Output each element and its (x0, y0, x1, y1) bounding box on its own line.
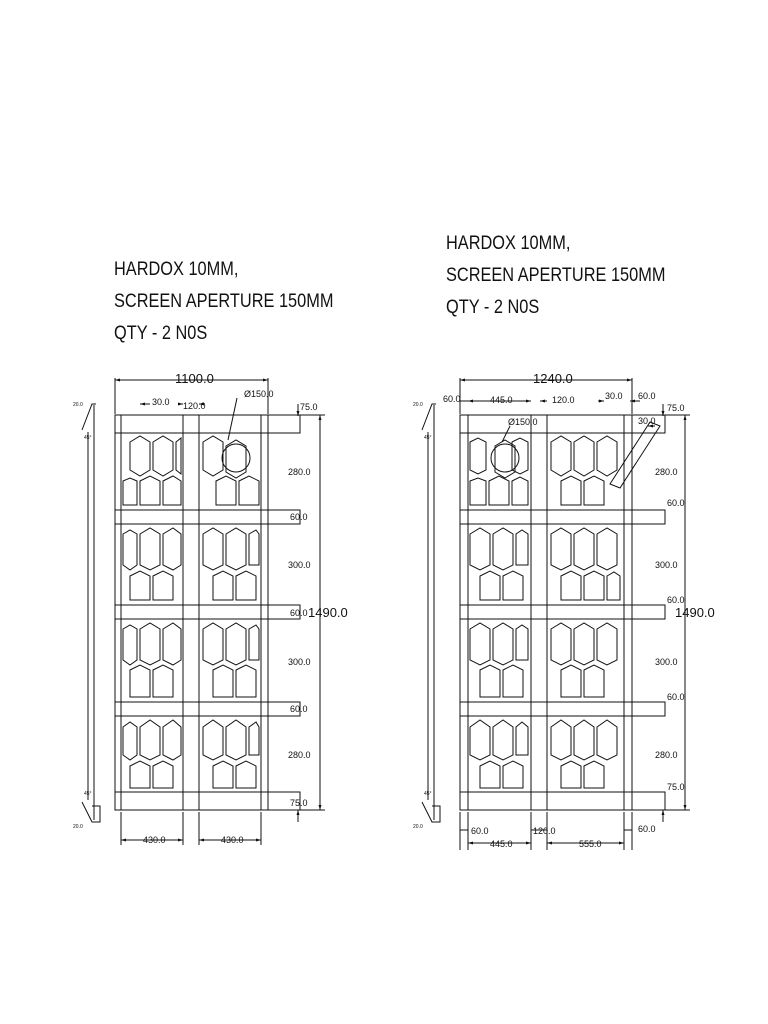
right-plate-outline (459, 414, 633, 811)
right-dim-bottom-right-edge: 60.0 (638, 824, 656, 834)
right-dim-side-top: 20.0 (413, 402, 423, 408)
right-dim-angle-top: 45° (424, 435, 432, 441)
right-dim-panel-1: 280.0 (655, 467, 678, 477)
right-dim-height: 1490.0 (675, 605, 715, 620)
right-aperture-pattern (469, 435, 621, 789)
right-cross-bar-2 (459, 604, 666, 620)
left-dim-panel-1: 280.0 (288, 467, 311, 477)
right-slanted-slot (609, 421, 661, 489)
left-dim-gap-30: 30.0 (152, 397, 170, 407)
left-cross-bar-3 (114, 701, 301, 717)
left-dim-bar-3: 60.0 (290, 704, 308, 714)
right-note-material: HARDOX 10MM, (446, 233, 571, 254)
left-dim-angle-top: 45° (84, 435, 92, 441)
left-dim-bar-2: 60.0 (290, 608, 308, 618)
right-dim-left-edge: 60.0 (443, 394, 461, 404)
left-dim-angle-bottom: 45° (84, 791, 92, 797)
left-note-quantity: QTY - 2 N0S (114, 323, 208, 344)
right-dimension-lines (459, 378, 690, 850)
right-dim-bottom-120: 120.0 (533, 826, 556, 836)
left-dim-top-band: 75.0 (300, 402, 318, 412)
left-top-band (114, 414, 301, 434)
left-dim-gap-120: 120.0 (183, 401, 206, 411)
right-dim-bottom-band: 75.0 (667, 782, 685, 792)
right-note-aperture: SCREEN APERTURE 150MM (446, 265, 666, 286)
right-dim-hole: Ø150.0 (508, 417, 538, 427)
left-dim-width: 1100.0 (175, 371, 214, 386)
right-dim-gap-120: 120.0 (552, 395, 575, 405)
left-round-hole (221, 443, 251, 473)
left-dim-panel-3: 300.0 (288, 657, 311, 667)
right-dim-panel-3: 300.0 (655, 657, 678, 667)
left-cross-bar-2 (114, 604, 301, 620)
right-dim-gap-30: 30.0 (605, 391, 623, 401)
right-dim-slot-30: 30.0 (638, 416, 656, 426)
right-dim-top-band: 75.0 (667, 403, 685, 413)
right-side-profile (421, 403, 441, 823)
left-dim-side-top: 20.0 (73, 402, 83, 408)
left-dimension-lines (114, 378, 325, 845)
left-side-profile (81, 403, 101, 823)
left-dim-panel-2: 300.0 (288, 560, 311, 570)
right-dim-width: 1240.0 (533, 371, 573, 386)
left-plate-notes: HARDOX 10MM, SCREEN APERTURE 150MM QTY -… (114, 254, 333, 350)
right-dim-angle-bottom: 45° (424, 791, 432, 797)
right-dim-bottom-555: 555.0 (579, 839, 602, 849)
left-dim-bottom-right: 430.0 (221, 835, 244, 845)
left-dim-bottom-left: 430.0 (143, 835, 166, 845)
right-round-hole (490, 443, 520, 473)
right-dim-top-445: 445.0 (490, 395, 513, 405)
right-dim-side-bottom: 20.0 (413, 824, 423, 830)
left-dim-bottom-band: 75.0 (290, 798, 308, 808)
left-aperture-pattern (122, 435, 260, 789)
right-bottom-band (459, 791, 666, 811)
right-note-quantity: QTY - 2 N0S (446, 297, 540, 318)
left-note-aperture: SCREEN APERTURE 150MM (114, 291, 334, 312)
left-dim-bar-1: 60.0 (290, 512, 308, 522)
right-dim-panel-4: 280.0 (655, 750, 678, 760)
left-plate (81, 378, 325, 845)
right-dim-bottom-445: 445.0 (490, 839, 513, 849)
left-bottom-band (114, 791, 301, 811)
right-plate-notes: HARDOX 10MM, SCREEN APERTURE 150MM QTY -… (446, 228, 665, 324)
left-dim-height: 1490.0 (308, 605, 348, 620)
left-cross-bar-1 (114, 509, 301, 525)
right-cross-bar-3 (459, 701, 666, 717)
left-note-material: HARDOX 10MM, (114, 259, 239, 280)
right-dim-bar-3: 60.0 (667, 692, 685, 702)
left-dim-side-bottom: 20.0 (73, 824, 83, 830)
left-dim-hole: Ø150.0 (244, 389, 274, 399)
right-dim-panel-2: 300.0 (655, 560, 678, 570)
left-dim-panel-4: 280.0 (288, 750, 311, 760)
right-dim-bar-1: 60.0 (667, 498, 685, 508)
right-dim-bar-2: 60.0 (667, 595, 685, 605)
right-dim-bottom-left-edge: 60.0 (471, 826, 489, 836)
right-dim-right-edge: 60.0 (638, 391, 656, 401)
right-plate (421, 378, 690, 850)
right-cross-bar-1 (459, 509, 666, 525)
right-top-band (459, 414, 666, 434)
